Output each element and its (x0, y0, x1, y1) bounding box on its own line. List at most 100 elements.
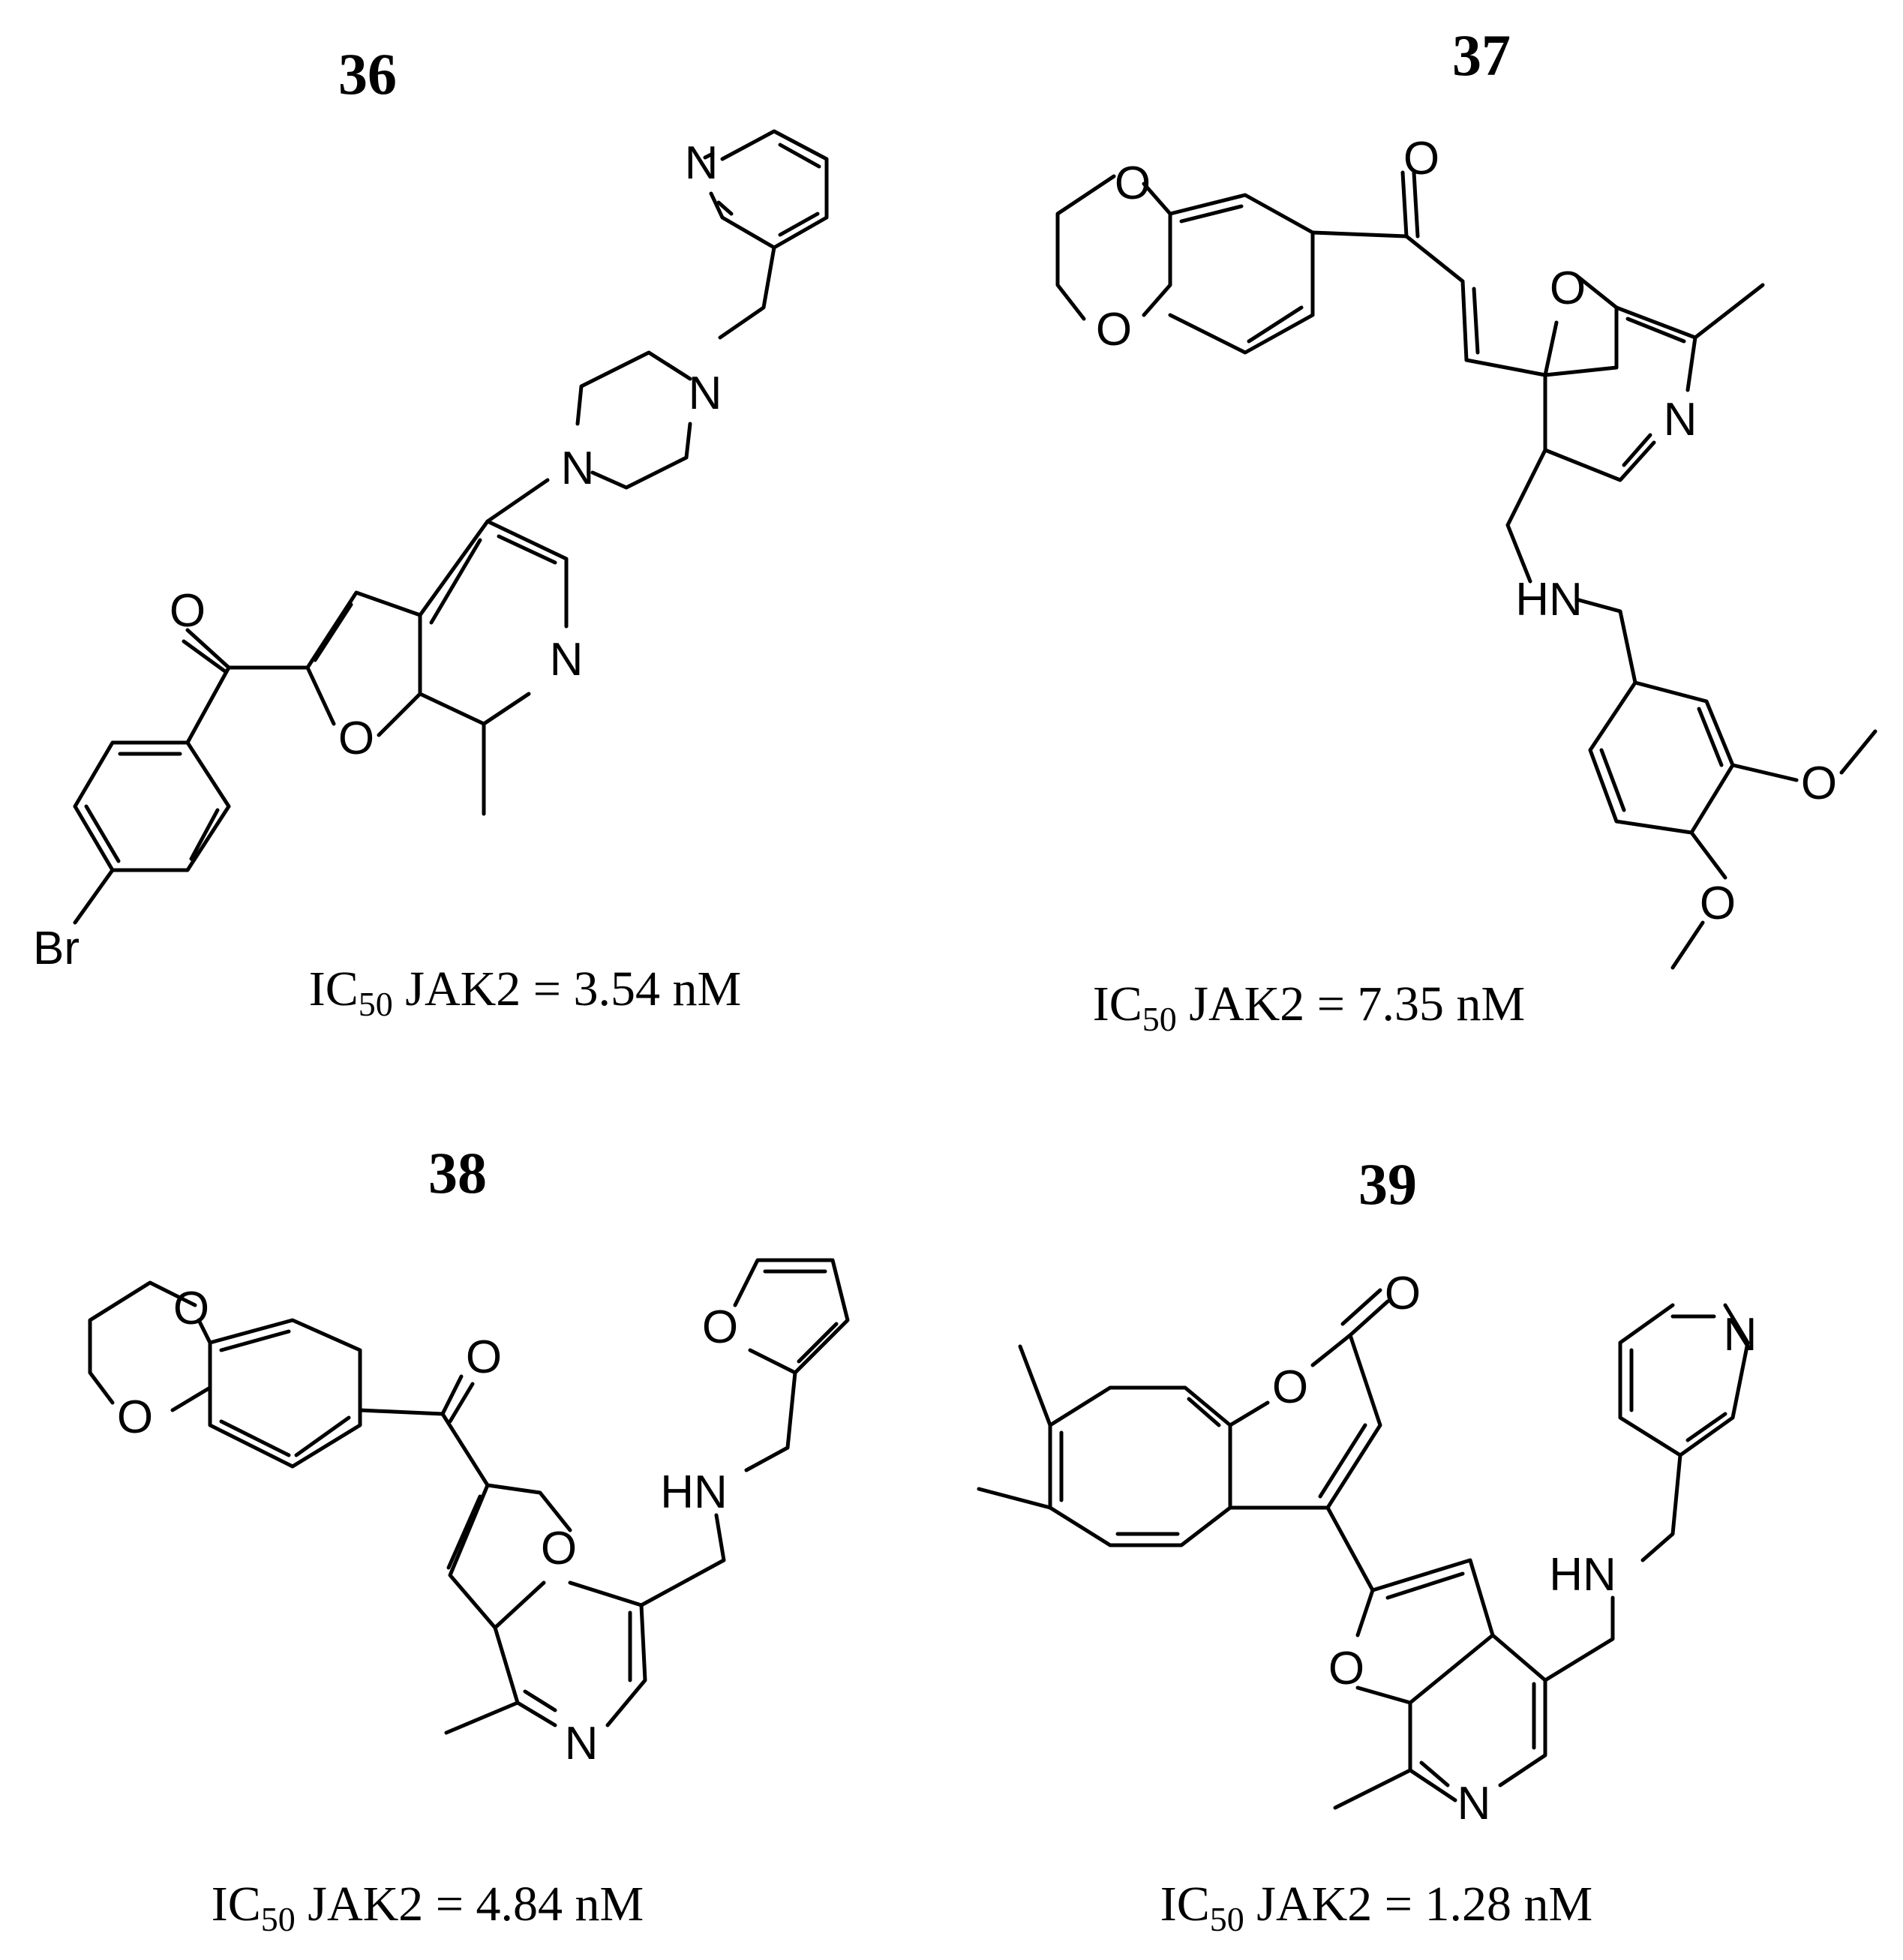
compound-39-ic50: IC50 JAK2 = 1.28 nM (1160, 1877, 1592, 1938)
bond-path (1059, 1397, 1221, 1536)
bond-path (219, 1329, 351, 1457)
ic50-prefix: IC (212, 1877, 261, 1931)
bond-path (429, 534, 557, 625)
bond-path (313, 602, 353, 662)
compound-37-number: 37 (1452, 23, 1511, 88)
bond-path (1472, 287, 1480, 355)
compound-36-bonds (73, 129, 829, 925)
bond-path (1693, 283, 1765, 340)
bond-path (305, 590, 422, 737)
ic50-prefix: IC (309, 962, 359, 1016)
atom-label-O: O (1272, 1361, 1308, 1413)
bond-path (1333, 1768, 1412, 1810)
bond-path (1325, 1505, 1375, 1592)
bond-path (733, 1258, 850, 1375)
bond-path (1228, 1333, 1382, 1510)
bond-path (1318, 1423, 1367, 1499)
ic50-subscript: 50 (261, 1900, 296, 1938)
ic50-text: JAK2 = 4.84 nM (296, 1877, 644, 1931)
bond-path (73, 665, 231, 872)
atom-label-N: N (1724, 1309, 1757, 1361)
compound-37: 37 O O O O N HN (1055, 23, 1877, 1038)
compound-39-bonds (977, 1288, 1750, 1810)
bond-path (1419, 1682, 1536, 1787)
bond-path (1505, 448, 1637, 685)
atom-label-N: N (1457, 1778, 1491, 1829)
bond-path (718, 245, 776, 340)
atom-label-O: O (1115, 158, 1151, 209)
ic50-subscript: 50 (1210, 1900, 1244, 1938)
bond-path (1618, 1303, 1750, 1457)
atom-label-N: N (550, 634, 584, 686)
atom-label-O: O (1550, 263, 1586, 314)
atom-label-Br: Br (33, 923, 80, 974)
atom-label-HN: HN (660, 1466, 728, 1518)
atom-label-O: O (541, 1523, 577, 1574)
atom-label-O: O (1801, 758, 1837, 809)
bond-path (639, 1370, 797, 1607)
bond-path (977, 1344, 1052, 1510)
compound-37-ic50: IC50 JAK2 = 7.35 nM (1093, 977, 1525, 1038)
bond-path (1599, 707, 1724, 812)
atom-label-N: N (561, 443, 595, 494)
bond-path (1055, 174, 1172, 321)
atom-label-O: O (170, 585, 206, 637)
bond-path (523, 1610, 632, 1712)
compound-38-ic50: IC50 JAK2 = 4.84 nM (212, 1877, 644, 1938)
bond-path (703, 152, 715, 160)
bond-path (575, 350, 692, 490)
bond-path (88, 1280, 212, 1412)
bond-path (709, 129, 829, 250)
bond-path (208, 1318, 362, 1469)
bond-path (485, 478, 550, 524)
atom-label-N: N (685, 137, 719, 189)
atom-label-N: N (565, 1718, 599, 1769)
atom-label-O: O (466, 1331, 502, 1383)
bond-path (1385, 1571, 1465, 1600)
bond-path (1408, 1633, 1547, 1802)
bond-path (1179, 204, 1304, 344)
bond-path (1355, 1558, 1495, 1705)
atom-label-O: O (1700, 878, 1736, 929)
bond-path (1543, 1453, 1682, 1682)
ic50-text: JAK2 = 7.35 nM (1177, 977, 1525, 1031)
compound-36-ic50: IC50 JAK2 = 3.54 nM (309, 962, 741, 1023)
compound-38: 38 O O O O O HN N IC50 (88, 1140, 850, 1938)
bond-path (440, 1412, 572, 1630)
atom-label-N: N (1664, 394, 1697, 446)
ic50-text: JAK2 = 3.54 nM (393, 962, 741, 1016)
ic50-subscript: 50 (359, 985, 393, 1023)
compound-36-number: 36 (338, 41, 397, 107)
bond-path (1730, 729, 1877, 782)
bond-path (1588, 680, 1735, 835)
atom-label-O: O (702, 1301, 738, 1353)
bond-path (763, 1269, 839, 1364)
compound-38-bonds (88, 1258, 850, 1735)
atom-label-O: O (1403, 133, 1439, 185)
ic50-subscript: 50 (1142, 1000, 1177, 1038)
atom-label-O: O (338, 713, 374, 764)
atom-label-HN: HN (1515, 574, 1583, 626)
bond-path (1310, 170, 1420, 239)
bond-path (1340, 1288, 1390, 1337)
compound-39: 39 O O N HN (977, 1151, 1757, 1938)
bond-path (358, 1374, 475, 1424)
atom-label-HN: HN (1549, 1549, 1616, 1601)
bond-path (1404, 234, 1619, 377)
compound-36: 36 N N N (33, 41, 829, 1023)
bond-path (446, 1494, 482, 1570)
ic50-prefix: IC (1093, 977, 1142, 1031)
atom-label-O: O (1096, 304, 1132, 356)
ic50-text: JAK2 = 1.28 nM (1244, 1877, 1592, 1931)
bond-path (84, 752, 220, 863)
ic50-prefix: IC (1160, 1877, 1210, 1931)
compound-37-bonds (1055, 170, 1877, 970)
atom-label-O: O (173, 1283, 209, 1334)
compound-39-number: 39 (1358, 1151, 1417, 1217)
atom-label-O: O (1385, 1268, 1421, 1319)
atom-label-N: N (689, 368, 722, 419)
bond-path (418, 519, 569, 726)
bond-path (716, 143, 821, 237)
bond-path (1670, 830, 1727, 970)
